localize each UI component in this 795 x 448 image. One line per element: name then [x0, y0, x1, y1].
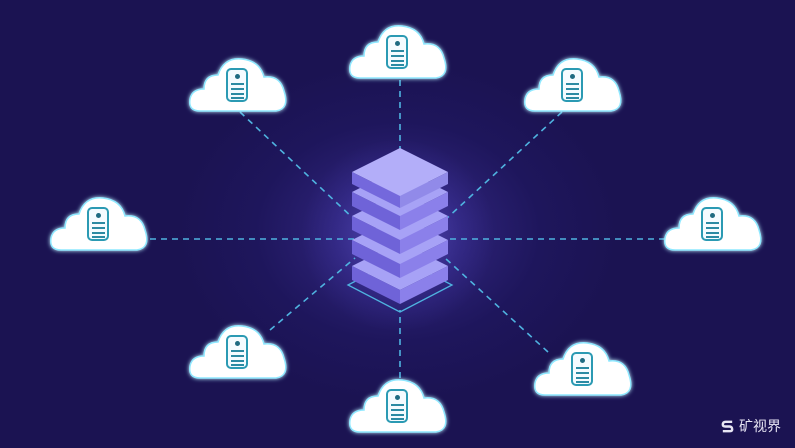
- server-icon: [701, 207, 723, 241]
- cloud-node-top: [348, 18, 450, 82]
- server-icon: [87, 207, 109, 241]
- server-icon: [386, 35, 408, 69]
- server-icon: [226, 335, 248, 369]
- connector-top-left: [239, 111, 356, 221]
- server-icon: [226, 68, 248, 102]
- watermark-text: 矿视界: [739, 418, 781, 434]
- server-icon: [561, 68, 583, 102]
- server-stack-icon: [346, 148, 454, 313]
- cloud-node-bottom-right: [533, 335, 635, 399]
- connector-bottom-right: [444, 257, 549, 353]
- connector-bottom-left: [269, 257, 356, 331]
- server-icon: [386, 389, 408, 423]
- cloud-node-top-left: [188, 51, 290, 115]
- stack-layer-1: [352, 148, 448, 208]
- connector-top-right: [444, 111, 563, 221]
- server-icon: [571, 352, 593, 386]
- brand-logo-icon: [721, 420, 734, 432]
- watermark: 矿视界: [720, 416, 781, 436]
- cloud-node-bottom-left: [188, 318, 290, 382]
- cloud-node-bottom: [348, 372, 450, 436]
- cloud-node-right: [663, 190, 765, 254]
- cloud-node-left: [49, 190, 151, 254]
- cloud-node-top-right: [523, 51, 625, 115]
